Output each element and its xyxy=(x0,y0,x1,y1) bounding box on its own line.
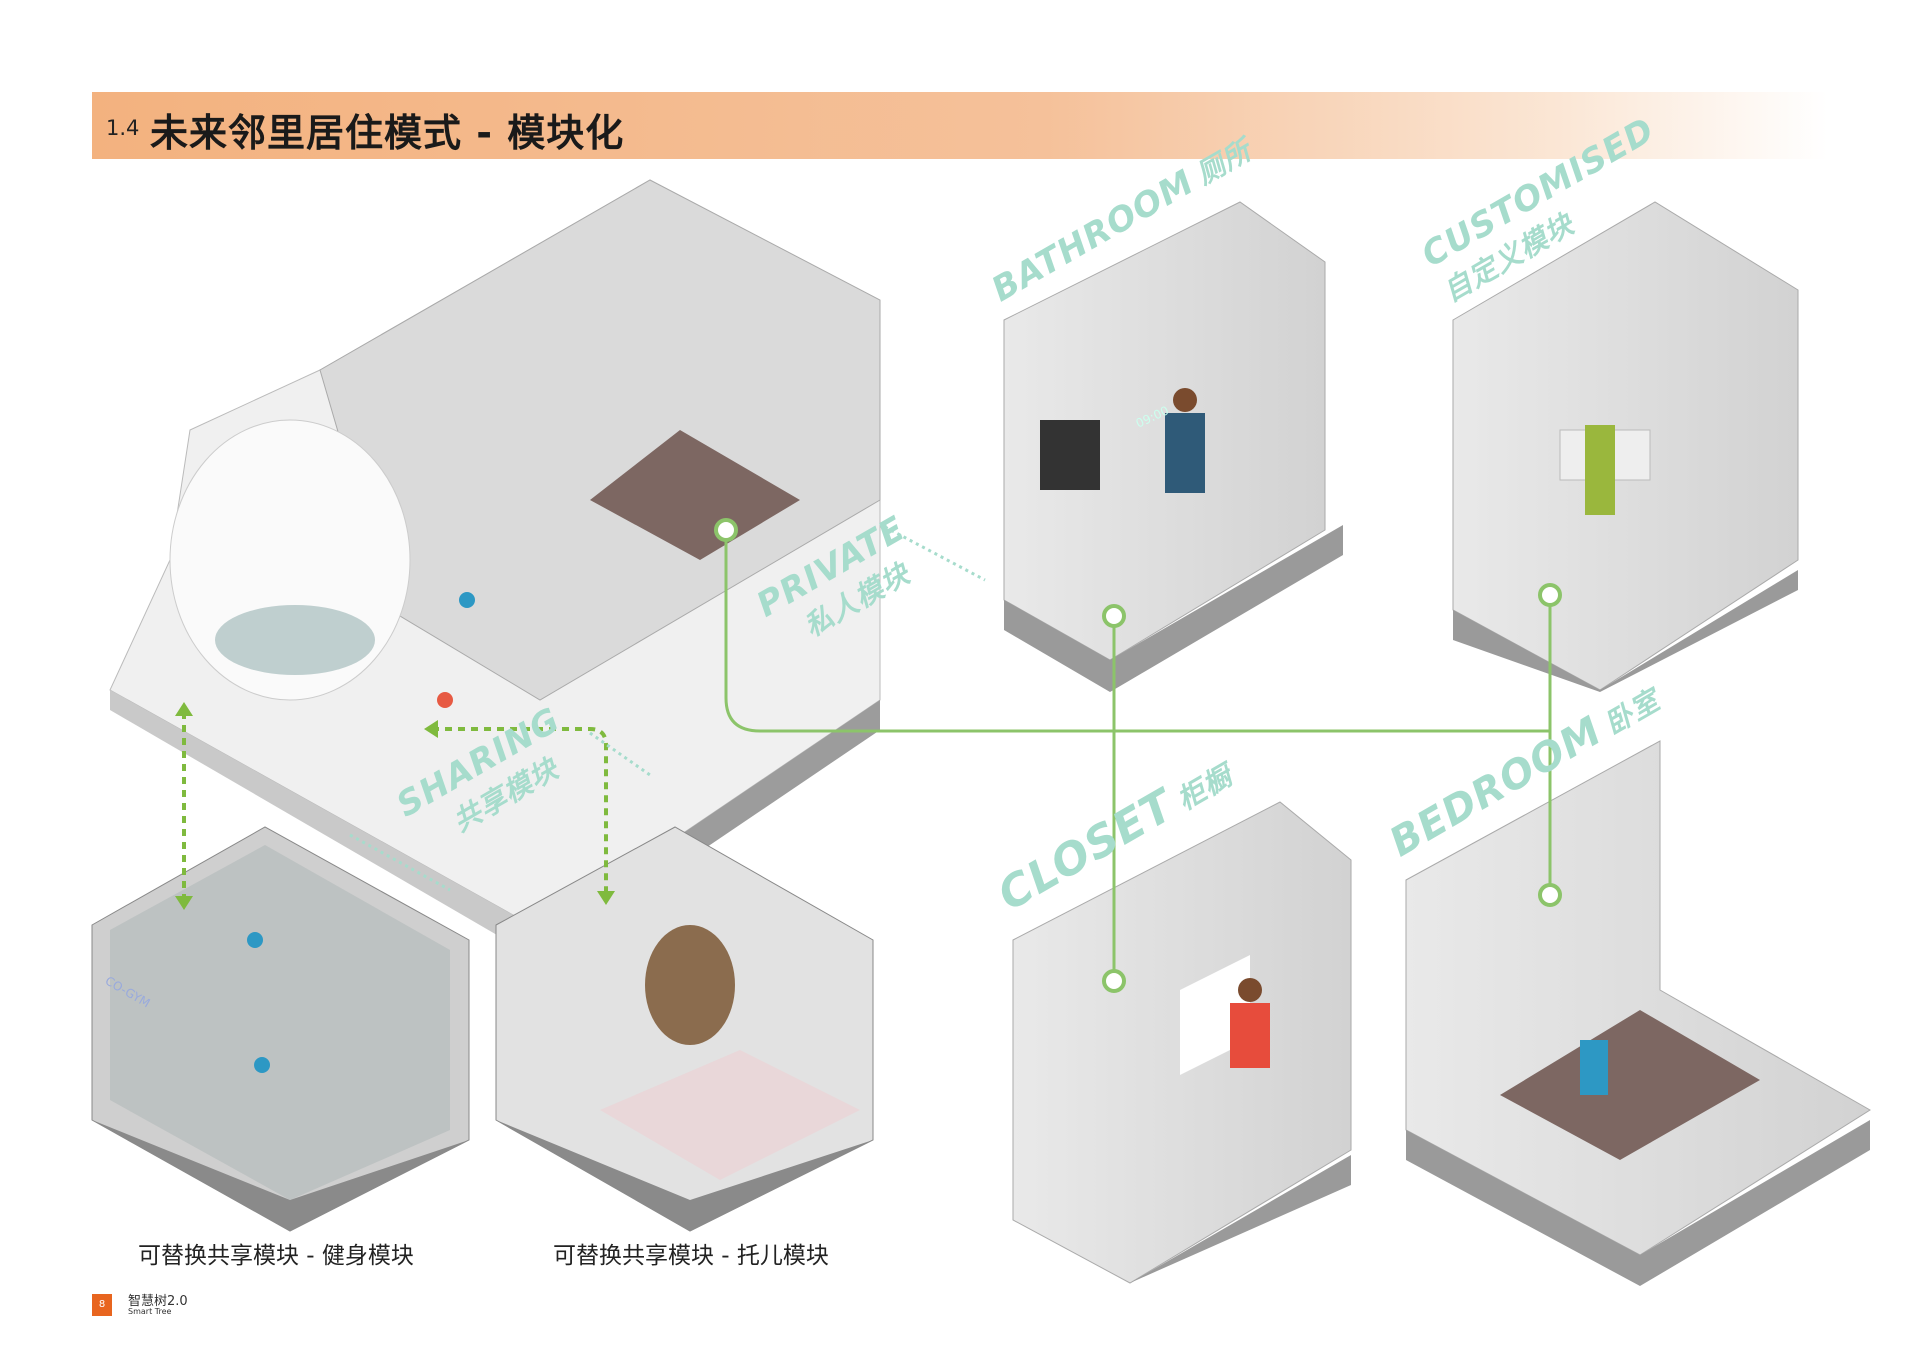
childcare-module xyxy=(495,826,874,1232)
caption-gym-module: 可替换共享模块 - 健身模块 xyxy=(138,1243,414,1269)
brand-subtitle: Smart Tree xyxy=(128,1307,172,1316)
private-connector xyxy=(724,530,1551,733)
closet-module xyxy=(1012,801,1352,1284)
caption-childcare-module: 可替换共享模块 - 托儿模块 xyxy=(553,1243,829,1269)
main-house-module xyxy=(109,179,881,960)
brand-name: 智慧树2.0 xyxy=(128,1294,188,1309)
section-number: 1.4 xyxy=(106,116,140,140)
bathroom-module xyxy=(1003,201,1343,692)
bedroom-module xyxy=(1405,740,1871,1286)
arrow-heads xyxy=(175,702,615,910)
dotted-guides xyxy=(349,525,986,892)
page-title: 未来邻里居住模式 - 模块化 xyxy=(150,111,625,155)
customised-module xyxy=(1452,201,1799,692)
connector-nodes xyxy=(714,518,1562,993)
connector-lines xyxy=(724,530,1552,981)
gym-module xyxy=(91,826,470,1232)
section-header: 1.4 未来邻里居住模式 - 模块化 xyxy=(92,92,1828,159)
swap-arrows xyxy=(182,712,608,900)
page-number: 8 xyxy=(92,1294,112,1316)
